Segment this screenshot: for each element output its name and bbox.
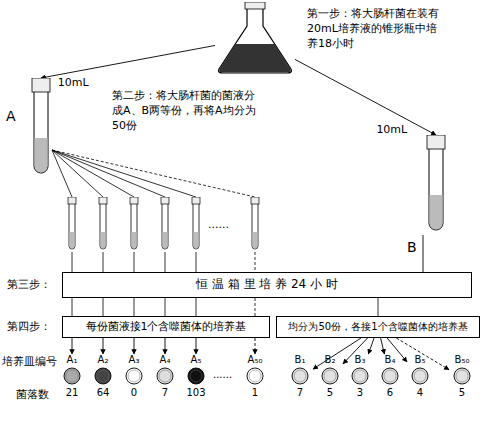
flask: 第一步：将大肠杆菌在装有20mL培养液的锥形瓶中培养18小时 [215,2,295,74]
node-text: 21 [56,387,88,400]
node-text: 6 [374,387,406,400]
annotation: ...... [213,368,232,381]
petri-dish [449,367,475,387]
node-text: B₃ [344,354,376,367]
node-text: 5 [314,387,346,400]
node-text: B₅ [404,354,436,367]
test-tube: A [28,78,54,178]
node-text: A [6,108,16,126]
annotation: 菌落数 [16,388,49,402]
node-text: B₁ [284,354,316,367]
petri-dish-node: B₅ 4 [407,354,433,401]
connector [295,59,436,135]
connector [368,338,374,354]
edge-label: 10mL [375,123,408,137]
test-tube-drawing [423,135,449,235]
node-text: B [407,239,417,257]
connector [423,235,424,272]
small-tubes [68,197,259,249]
petri-dish [242,367,268,387]
petri-dish-node: B₂ 5 [317,354,343,401]
petri-dish-node: A₃ 0 [121,354,147,401]
flask-drawing [215,2,295,74]
petri-dish-node: A₁ 21 [59,354,85,401]
node-text: A₁ [56,354,88,367]
node-text: A₄ [149,354,181,367]
petri-dish [59,367,85,387]
node-text: 均分为50份，各接1个含噬菌体的培养基 [277,321,479,334]
petri-dish-node: A₄ 7 [152,354,178,401]
petri-dish [152,367,178,387]
connector [396,338,449,370]
petri-dish [183,367,209,387]
petri-dish [317,367,343,387]
petri-dish-node: B₅₀ 5 [449,354,475,401]
annotation: ...... [208,218,229,232]
test-tube: B [423,135,449,235]
test-tube-drawing [28,78,54,178]
step-box: 均分为50份，各接1个含噬菌体的培养基 [276,316,480,338]
connector [165,338,166,354]
annotation: 培养皿编号 [2,355,57,369]
node-text: 1 [239,387,271,400]
petri-dish-node: B₁ 7 [287,354,313,401]
connector [72,338,73,354]
petri-dish [90,367,116,387]
node-text: B₄ [374,354,406,367]
annotation: 第二步：将大肠杆菌的菌液分成A、B两等份，再将A均分为50份 [112,88,264,133]
connector [41,45,215,78]
petri-dish [121,367,147,387]
incubator-band: 第三步：恒 温 箱 里 培 养 24 小 时 [62,272,472,298]
node-text: 7 [284,387,316,400]
node-text: A₅₀ [239,354,271,367]
connector [255,338,256,354]
node-text: 每份菌液接1个含噬菌体的培养基 [63,320,269,334]
petri-dish-node: B₃ 3 [347,354,373,401]
connector [103,338,104,354]
node-text: 3 [344,387,376,400]
step-box: 第四步：每份菌液接1个含噬菌体的培养基 [62,316,270,338]
node-text: A₃ [118,354,150,367]
node-text: 第三步： [7,278,51,292]
node-text: 4 [404,387,436,400]
connector [381,338,385,354]
petri-dish [407,367,433,387]
petri-dish-node: A₅ 103 [183,354,209,401]
node-text: 恒 温 箱 里 培 养 24 小 时 [63,277,471,292]
node-text: A₅ [180,354,212,367]
petri-dish [377,367,403,387]
node-text: 第一步：将大肠杆菌在装有20mL培养液的锥形瓶中培养18小时 [307,6,439,51]
petri-dish [347,367,373,387]
connector [196,338,197,354]
petri-dish-node: A₂ 64 [90,354,116,401]
connector [134,338,135,354]
petri-dish-node: A₅₀ 1 [242,354,268,401]
node-text: 64 [87,387,119,400]
edge-label: 10mL [57,76,90,90]
node-text: 103 [180,387,212,400]
node-text: A₂ [87,354,119,367]
petri-dish [287,367,313,387]
connector [313,338,361,369]
node-text: B₂ [314,354,346,367]
node-text: B₅₀ [446,354,478,367]
node-text: 0 [118,387,150,400]
node-text: 5 [446,387,478,400]
petri-dish-node: B₄ 6 [377,354,403,401]
node-text: 第四步： [7,320,51,334]
node-text: 7 [149,387,181,400]
